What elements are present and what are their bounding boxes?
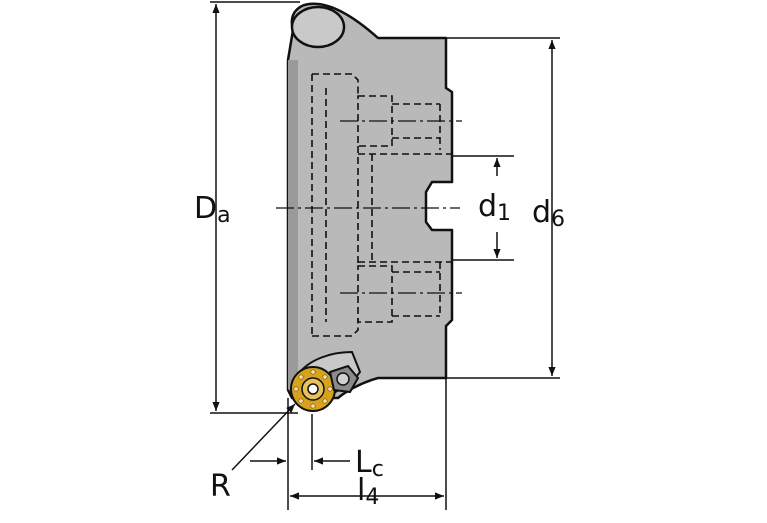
label-d6: d6 bbox=[532, 195, 565, 232]
label-da: Da bbox=[194, 191, 231, 228]
cutting-insert bbox=[290, 366, 336, 412]
hidden-lines bbox=[311, 73, 452, 337]
clamp-screw bbox=[328, 364, 360, 394]
label-d1: d1 bbox=[478, 189, 511, 226]
label-l4: l4 bbox=[357, 473, 379, 510]
label-lc: Lc bbox=[355, 445, 384, 482]
dimension-lines bbox=[210, 1, 560, 510]
r-leader-line bbox=[231, 403, 296, 471]
center-lines bbox=[276, 120, 462, 294]
top-insert-pocket bbox=[290, 5, 346, 49]
cutter-body bbox=[286, 2, 454, 402]
label-r: R bbox=[210, 469, 231, 504]
front-face bbox=[288, 60, 298, 390]
